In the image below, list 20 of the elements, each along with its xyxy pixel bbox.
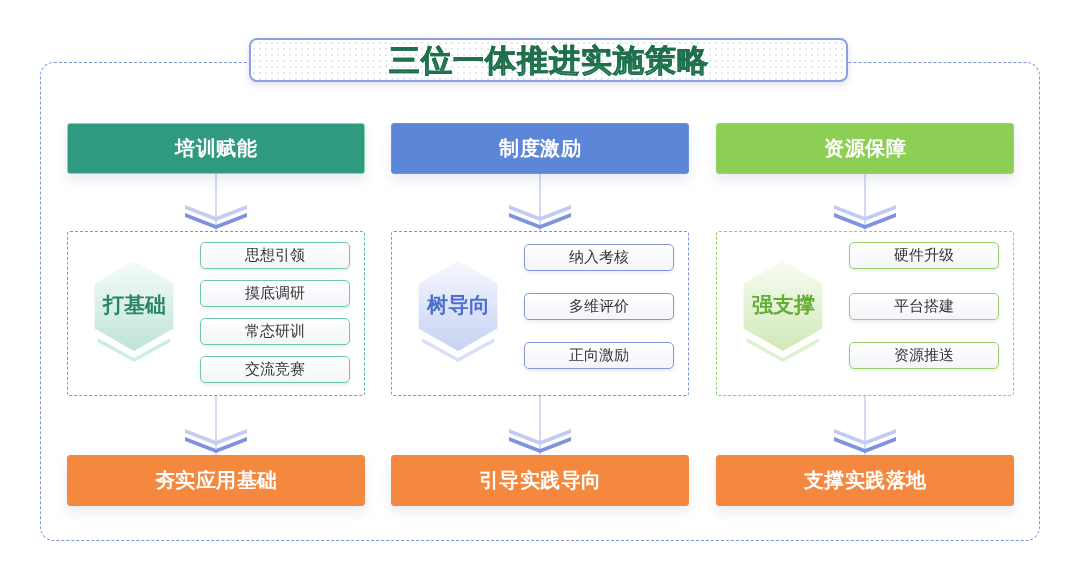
dashed-group-box [391,231,689,396]
item-tag: 纳入考核 [524,244,674,271]
diagram-title: 三位一体推进实施策略 [388,42,709,78]
category-header: 培训赋能 [67,123,365,174]
outcome-bar: 夯实应用基础 [67,455,365,506]
item-tag: 摸底调研 [200,280,350,307]
outcome-bar: 引导实践导向 [391,455,689,506]
item-tag: 硬件升级 [849,242,999,269]
category-header: 资源保障 [716,123,1014,174]
item-tag: 平台搭建 [849,293,999,320]
item-tag: 常态研训 [200,318,350,345]
item-tag: 正向激励 [524,342,674,369]
item-tag: 资源推送 [849,342,999,369]
item-tag: 交流竞赛 [200,356,350,383]
item-tag: 思想引领 [200,242,350,269]
dashed-group-box [67,231,365,396]
category-header: 制度激励 [391,123,689,174]
item-tag: 多维评价 [524,293,674,320]
outcome-bar: 支撑实践落地 [716,455,1014,506]
dashed-group-box [716,231,1014,396]
